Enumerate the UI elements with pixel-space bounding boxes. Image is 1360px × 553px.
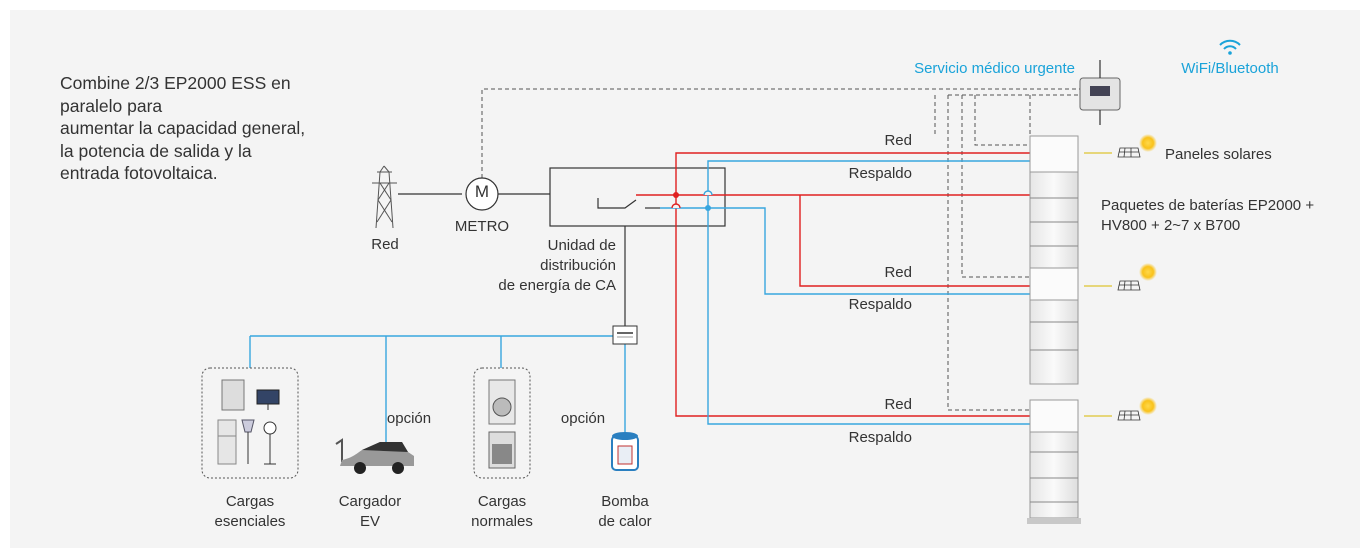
wifi-label: WiFi/Bluetooth: [1181, 60, 1279, 77]
ac-unit-label-2: distribución: [540, 257, 616, 274]
load-label: esenciales: [214, 513, 286, 530]
washer-icon: [488, 379, 516, 425]
heat-pump-icon: [611, 432, 639, 471]
meter-symbol: M: [474, 182, 490, 201]
intro-text: Combine 2/3 EP2000 ESS en paralelo para …: [60, 72, 380, 185]
solar-panel-icon: [1084, 147, 1141, 421]
backup-line-label: Respaldo: [848, 296, 912, 313]
intro-line: entrada fotovoltaica.: [60, 163, 218, 183]
ac-unit-label-3: de energía de CA: [498, 277, 616, 294]
sun-icon: [1139, 134, 1157, 415]
red-line-label: Red: [884, 132, 912, 149]
appliance-icon: [217, 379, 280, 465]
communication-lines: [481, 88, 1083, 411]
emergency-label: Servicio médico urgente: [914, 60, 1075, 77]
normal-loads-box: [473, 367, 531, 479]
load-label: EV: [359, 513, 380, 530]
wifi-icon: [1219, 39, 1241, 55]
heat-option-label: opción: [560, 410, 606, 427]
battery-stack-icon: [1029, 135, 1079, 277]
battery-packs-label-1: Paquetes de baterías EP2000 +: [1101, 197, 1315, 214]
intro-line: Combine 2/3 EP2000 ESS en: [60, 73, 291, 93]
intro-line: paralelo para: [60, 95, 163, 116]
load-label: de calor: [598, 513, 652, 530]
load-label: Cargador: [338, 493, 402, 510]
solar-label: Paneles solares: [1165, 146, 1272, 163]
breaker-icon: [612, 325, 638, 345]
backup-lines: [249, 160, 1030, 445]
switch-icon: [597, 198, 660, 209]
load-label: Cargas: [477, 493, 527, 510]
load-label: Bomba: [601, 493, 649, 510]
red-grid-lines: [636, 152, 1030, 417]
meter-label: METRO: [454, 218, 510, 235]
red-line-label: Red: [884, 264, 912, 281]
battery-stack-icon: [1027, 399, 1081, 524]
battery-packs-label-2: HV800 + 2~7 x B700: [1101, 217, 1241, 234]
backup-line-label: Respaldo: [848, 165, 912, 182]
load-label: normales: [471, 513, 533, 530]
stove-icon: [488, 431, 516, 469]
intro-line: aumentar la capacidad general,: [60, 118, 306, 138]
battery-stack-icon: [1029, 267, 1079, 385]
ac-unit-label-1: Unidad de: [547, 237, 616, 254]
pylon-icon: [372, 165, 397, 229]
ev-option-label: opción: [386, 410, 432, 427]
intro-line: la potencia de salida y la: [60, 140, 252, 161]
essential-loads-box: [201, 367, 299, 479]
grid-label: Red: [371, 236, 399, 253]
red-line-label: Red: [884, 396, 912, 413]
backup-line-label: Respaldo: [848, 429, 912, 446]
ev-car-icon: [335, 438, 414, 474]
ac-distribution-box: [549, 167, 726, 227]
load-label: Cargas: [225, 493, 275, 510]
monitor-icon: [1079, 60, 1121, 125]
